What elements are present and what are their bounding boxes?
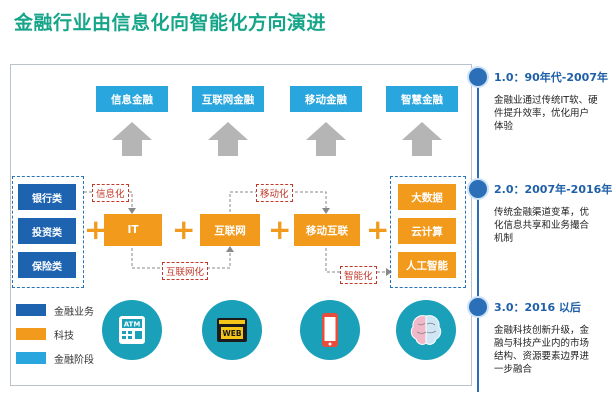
stage-box-smart-finance: 智慧金融 (386, 86, 458, 112)
page-title: 金融行业由信息化向智能化方向演进 (14, 12, 327, 34)
legend-label-finance-business: 金融业务 (54, 307, 94, 318)
up-arrow-4 (402, 122, 442, 156)
finance-business-group (12, 176, 84, 288)
mobile-phone-icon (300, 300, 360, 360)
plus-icon: + (366, 213, 390, 246)
atm-icon: ATM (102, 300, 162, 360)
brain-icon (396, 300, 456, 360)
tech-box-it: IT (104, 214, 162, 246)
stage-box-internet-finance: 互联网金融 (192, 86, 264, 112)
legend-swatch-finance-business (16, 304, 46, 316)
timeline-dot (467, 178, 489, 200)
legend-swatch-technology (16, 328, 46, 340)
arrowhead-3 (322, 208, 330, 214)
connector-label-intelligentization: 智能化 (340, 266, 377, 284)
finance-business-bank: 银行类 (18, 184, 76, 210)
timeline-body-1: 金融业通过传统IT软、硬件提升效率，优化用户体验 (494, 95, 598, 132)
finance-business-insurance: 保险类 (18, 252, 76, 278)
tech-box-big-data: 大数据 (398, 184, 456, 210)
connector-label-informatization: 信息化 (92, 184, 129, 202)
timeline-dot (467, 296, 489, 318)
legend-label-technology: 科技 (54, 331, 74, 342)
plus-icon: + (268, 213, 292, 246)
plus-icon: + (172, 213, 196, 246)
legend-swatch-finance-stage (16, 352, 46, 364)
connector-label-mobilization: 移动化 (256, 184, 293, 202)
timeline-dot (467, 66, 489, 88)
up-arrow-1 (112, 122, 152, 156)
svg-text:ATM: ATM (124, 321, 141, 329)
timeline-heading-3: 3.0：2016 以后 (494, 301, 581, 314)
plus-icon: + (84, 213, 108, 246)
tech-box-cloud-computing: 云计算 (398, 218, 456, 244)
arrowhead-2 (226, 246, 234, 252)
arrowhead-4 (386, 268, 392, 276)
timeline-heading-1: 1.0：90年代-2007年 (494, 71, 608, 84)
connector-line-internet (131, 248, 231, 269)
up-arrow-3 (306, 122, 346, 156)
timeline-body-2: 传统金融渠道变革，优化信息共享和业务撮合机制 (494, 207, 590, 244)
up-arrow-2 (208, 122, 248, 156)
diagram-frame (10, 64, 472, 386)
stage-box-mobile-finance: 移动金融 (290, 86, 362, 112)
tech-box-ai: 人工智能 (398, 252, 456, 278)
arrowhead-1 (128, 208, 136, 214)
tech-box-internet: 互联网 (200, 214, 260, 246)
svg-text:WEB: WEB (222, 329, 241, 338)
timeline-body-3: 金融科技创新升级，金融与科技产业内的市场结构、资源要素边界进一步融合 (494, 325, 590, 375)
web-browser-icon: WEB (202, 300, 262, 360)
legend-label-finance-stage: 金融阶段 (54, 355, 94, 366)
connector-label-internetization: 互联网化 (162, 262, 209, 280)
stage-box-info-finance: 信息金融 (96, 86, 168, 112)
timeline-heading-2: 2.0：2007年-2016年 (494, 183, 612, 196)
tech-box-mobile-internet: 移动互联 (294, 214, 360, 246)
finance-business-investment: 投资类 (18, 218, 76, 244)
new-tech-group (390, 176, 466, 288)
